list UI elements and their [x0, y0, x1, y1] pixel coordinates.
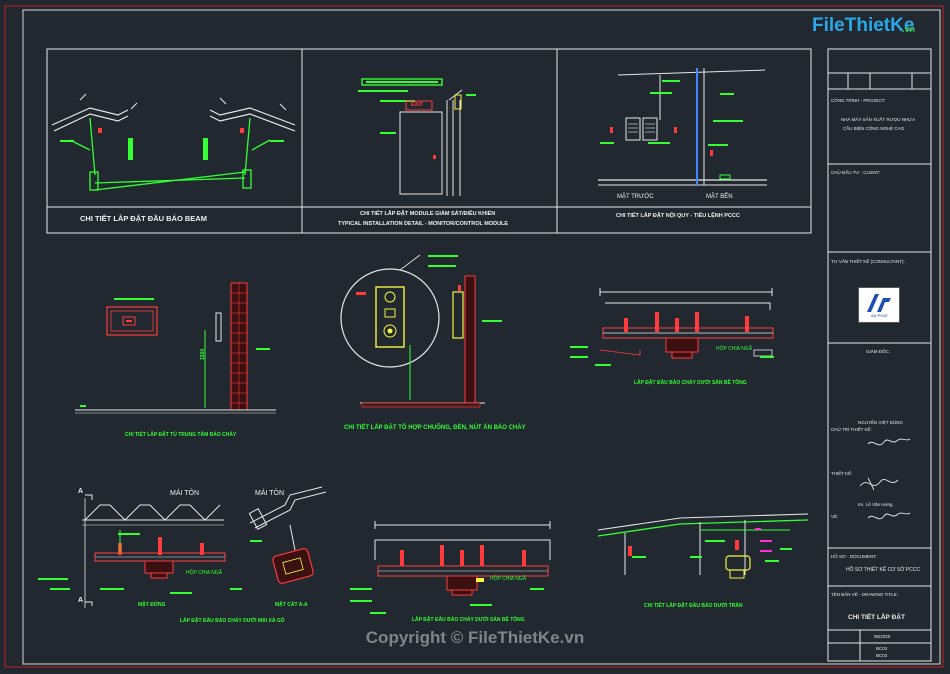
monitor-module-detail	[358, 78, 476, 196]
panel-caption: CHI TIẾT LẮP ĐẶT TỦ TRUNG TÂM BÁO CHÁY	[125, 432, 237, 438]
tb-project-name-2: CẦU BIỆN CÔNG NGHỆ CAO	[843, 126, 905, 131]
site-logo-suffix: .vn	[902, 24, 916, 34]
section-mark-top: A	[78, 488, 84, 495]
pccc-caption: CHI TIẾT LẮP ĐẶT NỘI QUY - TIÊU LỆNH PCC…	[616, 213, 740, 219]
pccc-rule-sign-detail	[598, 68, 767, 186]
tb-consultant-header: TƯ VẤN THIẾT KẾ (CONSULTANT):	[831, 259, 905, 264]
consultant-logo-mark	[867, 294, 891, 312]
tb-chief-label: CHỦ TRÌ THIẾT KẾ:	[831, 427, 872, 432]
roof-label-1: MÁI TÔN	[170, 490, 200, 497]
section-mark-bottom: A	[78, 597, 84, 604]
tb-drawing-title: CHI TIẾT LẮP ĐẶT	[848, 614, 905, 621]
pccc-front-view: MẶT TRƯỚC	[617, 194, 654, 200]
outer-frame	[4, 5, 944, 668]
floor-caption: LẮP ĐẶT ĐẦU BÁO CHÁY DƯỚI SÀN BÊ TÔNG	[634, 380, 747, 386]
pccc-side-view: MẶT BÊN	[706, 194, 733, 200]
roof-detector-detail	[38, 486, 327, 608]
roof-label-2: MÁI TÔN	[255, 490, 285, 497]
slab-detector-detail-top	[570, 288, 774, 366]
tb-project-header: CÔNG TRÌNH - PROJECT:	[831, 98, 886, 103]
site-logo-name: FileThietKe	[812, 15, 915, 36]
fire-panel-detail	[75, 282, 276, 414]
slab-detector-detail-bottom	[350, 521, 551, 614]
beam-caption: CHI TIẾT LẮP ĐẶT ĐẦU BÁO BEAM	[80, 214, 207, 223]
inner-frame	[22, 9, 941, 665]
signature-marks	[859, 438, 911, 520]
roof-section-view: MẶT CẮT A-A	[275, 602, 308, 608]
tb-project-name-1: NHÀ MÁY SẢN XUẤT RƯỢU NHỰA	[841, 117, 916, 122]
tb-design-header: HỒ SƠ - DOCUMENT:	[831, 554, 877, 559]
ceiling-caption: CHI TIẾT LẮP ĐẶT ĐẦU BÁO DƯỚI TRẦN	[644, 603, 743, 609]
roof-tag: HỘP CHIA NGÃ	[186, 570, 223, 576]
tb-designer-name: Ks. Lê Văn Hưng	[858, 502, 893, 507]
roof-caption: LẮP ĐẶT ĐẦU BÁO CHÁY DƯỚI MÁI XÀ GỒ	[180, 618, 285, 624]
consultant-brand-text: AN PHAT	[871, 313, 889, 318]
top-panels-box	[46, 48, 812, 234]
beam-detector-detail	[51, 93, 296, 191]
tb-sheet-date: 06/2020	[874, 634, 891, 639]
tb-designer-label: THIẾT KẾ:	[831, 471, 853, 476]
module-caption-vi: CHI TIẾT LẮP ĐẶT MODULE GIÁM SÁT/ĐIỀU KH…	[360, 211, 496, 217]
tb-drawing-header: TÊN BẢN VẼ - DRAWING TITLE:	[831, 592, 899, 597]
tb-manager-name: NGUYỄN VIỆT DŨNG	[858, 420, 903, 425]
copyright-watermark: Copyright © FileThietKe.vn	[365, 628, 585, 647]
roof-front-view: MẶT ĐỨNG	[138, 602, 166, 608]
module-caption-en: TYPICAL INSTALLATION DETAIL - MONITOR/CO…	[338, 221, 509, 227]
panel-height-dim: 1500	[200, 348, 206, 360]
floor-tag: HỘP CHIA NGÃ	[716, 346, 753, 352]
tb-owner-header: CHỦ ĐẦU TƯ - CLIENT:	[831, 170, 881, 175]
slab-caption: LẮP ĐẶT ĐẦU BÁO CHÁY DƯỚI SÀN BÊ TÔNG	[412, 617, 525, 623]
bell-button-detail	[340, 254, 502, 408]
title-block-frame	[827, 48, 932, 662]
tb-design-name: HỒ SƠ THIẾT KẾ CƠ SỞ PCCC	[846, 567, 921, 573]
tb-sheet-code: BC03	[876, 653, 888, 658]
consultant-logo: AN PHAT	[858, 287, 900, 323]
site-logo[interactable]: FileThietKe .vn	[812, 11, 924, 41]
tb-manager-label: GIÁM ĐỐC:	[866, 349, 891, 354]
tb-sheet-no: BC02	[876, 646, 888, 651]
bell-caption: CHI TIẾT LẮP ĐẶT TỔ HỢP CHUÔNG, ĐÈN, NÚT…	[344, 425, 526, 431]
tb-drawer-label: VẼ:	[831, 514, 839, 519]
slab-tag: HỘP CHIA NGÃ	[490, 576, 527, 582]
ceiling-detector-detail	[597, 513, 809, 579]
exit-sign-text: EXIT	[411, 102, 424, 108]
